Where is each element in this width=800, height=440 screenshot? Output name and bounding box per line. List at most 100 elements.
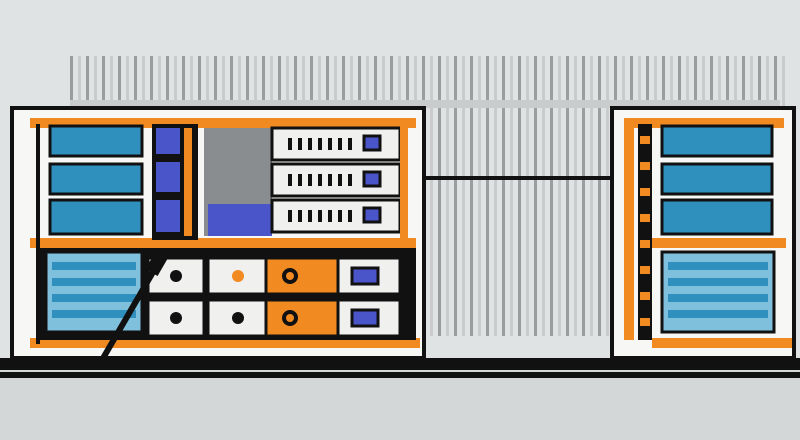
fin (414, 56, 417, 106)
left-rack-top-rail (30, 118, 416, 128)
fin (710, 56, 713, 106)
fin (134, 56, 137, 106)
right-screen-stack (660, 124, 774, 236)
indigo-bay (208, 204, 272, 236)
fin (86, 56, 89, 106)
fin (406, 56, 409, 106)
drive-bay (336, 298, 402, 338)
fin (526, 56, 529, 336)
screen-panel (660, 198, 774, 236)
screen-line (52, 294, 136, 302)
left-rack-bottom-rail (30, 338, 420, 348)
fin (102, 56, 105, 106)
drive-led-icon (362, 206, 382, 224)
fin (206, 56, 209, 106)
fin (542, 56, 545, 336)
fin (398, 56, 401, 106)
fin (614, 56, 617, 106)
fin (246, 56, 249, 106)
right-rack-ladder (638, 124, 652, 340)
fin (262, 56, 265, 106)
fin (782, 56, 785, 106)
fin (310, 56, 313, 106)
fin (150, 56, 153, 106)
power-cable-icon (99, 249, 169, 363)
fin (486, 56, 489, 336)
drive-tray (270, 126, 402, 162)
ladder-rung (640, 136, 650, 144)
fin (534, 56, 537, 336)
vent-slot (288, 210, 292, 222)
left-rack-mid-rail (30, 238, 416, 248)
drive-led-icon (350, 308, 380, 328)
fan-vent-icon (170, 270, 182, 282)
base-shelf-shadow (0, 372, 800, 378)
fin (174, 56, 177, 106)
fan-vent-icon (232, 312, 244, 324)
screen-panel (48, 198, 144, 236)
fin (478, 56, 481, 336)
vent-slot (298, 210, 302, 222)
vent-slot (288, 174, 292, 186)
fin (454, 56, 457, 336)
right-orange-post (400, 124, 408, 340)
fin (462, 56, 465, 336)
heatsink-fins (70, 56, 785, 336)
right-rack-top-rail (624, 118, 784, 128)
right-rack (610, 106, 796, 360)
vent-slot (348, 174, 352, 186)
fin (110, 56, 113, 106)
fin (118, 56, 121, 106)
fin (550, 56, 553, 336)
vent-slot (308, 210, 312, 222)
fan-modules (146, 256, 402, 338)
fin (278, 56, 281, 106)
ladder-rung (640, 188, 650, 196)
indigo-panel-2 (156, 162, 180, 192)
screen-line (668, 262, 768, 270)
fin (654, 56, 657, 106)
fin (158, 56, 161, 106)
orange-strip (184, 128, 192, 236)
fin (766, 56, 769, 106)
fin (374, 56, 377, 106)
fin (254, 56, 257, 106)
screen-line (668, 278, 768, 286)
screen-line (668, 310, 768, 318)
fin (198, 56, 201, 106)
ladder-rung (640, 318, 650, 326)
fin (510, 56, 513, 336)
fin (390, 56, 393, 106)
right-rack-mid-rail (644, 238, 786, 248)
drive-tray (270, 162, 402, 198)
ladder-rung (640, 162, 650, 170)
fin (182, 56, 185, 106)
fin (318, 56, 321, 106)
fin (214, 56, 217, 106)
fin (774, 56, 777, 106)
ladder-rung (640, 266, 650, 274)
left-rack (10, 106, 426, 360)
vent-slot (338, 138, 342, 150)
vent-slot (288, 138, 292, 150)
fin (326, 56, 329, 106)
fin-base (70, 100, 780, 108)
cable-plug (145, 249, 169, 277)
fin (230, 56, 233, 106)
fan-vent-icon (232, 270, 244, 282)
screen-line (52, 262, 136, 270)
ladder-rung (640, 214, 650, 222)
left-screen-stack (48, 124, 144, 236)
screen-panel (48, 162, 144, 196)
fin (286, 56, 289, 106)
fin (382, 56, 385, 106)
fin (190, 56, 193, 106)
screen-panel (660, 124, 774, 158)
fin (646, 56, 649, 106)
fin (694, 56, 697, 106)
fin (238, 56, 241, 106)
drive-led-icon (362, 170, 382, 188)
left-rack-inner-divider (36, 124, 40, 344)
fin (750, 56, 753, 106)
